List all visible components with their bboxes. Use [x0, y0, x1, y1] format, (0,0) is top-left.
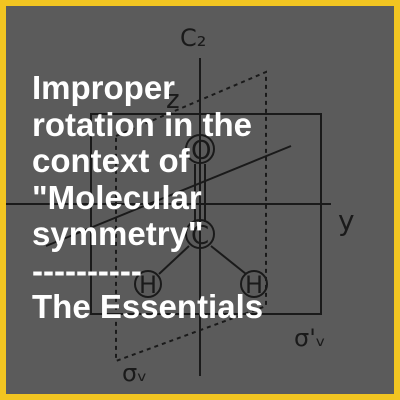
sigma-v-label: σᵥ: [122, 359, 147, 387]
title-line: Improper: [32, 69, 176, 106]
title-line: The Essentials: [32, 288, 264, 325]
atom-c-label: C: [191, 221, 209, 251]
atom-o-circle: [185, 134, 215, 164]
atom-o-label: O: [191, 136, 211, 166]
atom-h-right-label: H: [245, 271, 263, 299]
sigma-v-prime-label: σ'ᵥ: [294, 324, 326, 352]
atom-c-circle: [185, 219, 215, 249]
bond-c-h-right: [210, 245, 247, 275]
thumbnail-panel: C₂ z y O C H H σ'ᵥ σᵥ Improper rotation …: [6, 6, 394, 394]
atom-h-left-circle: [134, 270, 162, 298]
title-line: context of: [32, 142, 190, 179]
x-axis: [45, 145, 292, 247]
y-label: y: [338, 204, 355, 237]
molecular-symmetry-diagram: C₂ z y O C H H σ'ᵥ σᵥ: [6, 24, 355, 387]
z-label: z: [166, 85, 180, 115]
title-line: symmetry": [32, 215, 204, 252]
title-line: "Molecular: [32, 178, 202, 216]
sigma-v-prime-plane: [90, 113, 322, 315]
bond-c-h-left: [158, 245, 190, 275]
title-line: rotation in the: [32, 105, 252, 143]
video-title: Improper rotation in the context of "Mol…: [32, 69, 372, 326]
title-line: ----------: [32, 251, 142, 289]
c2-label: C₂: [180, 24, 206, 52]
atom-h-left-label: H: [139, 271, 157, 299]
atom-h-right-circle: [240, 270, 268, 298]
